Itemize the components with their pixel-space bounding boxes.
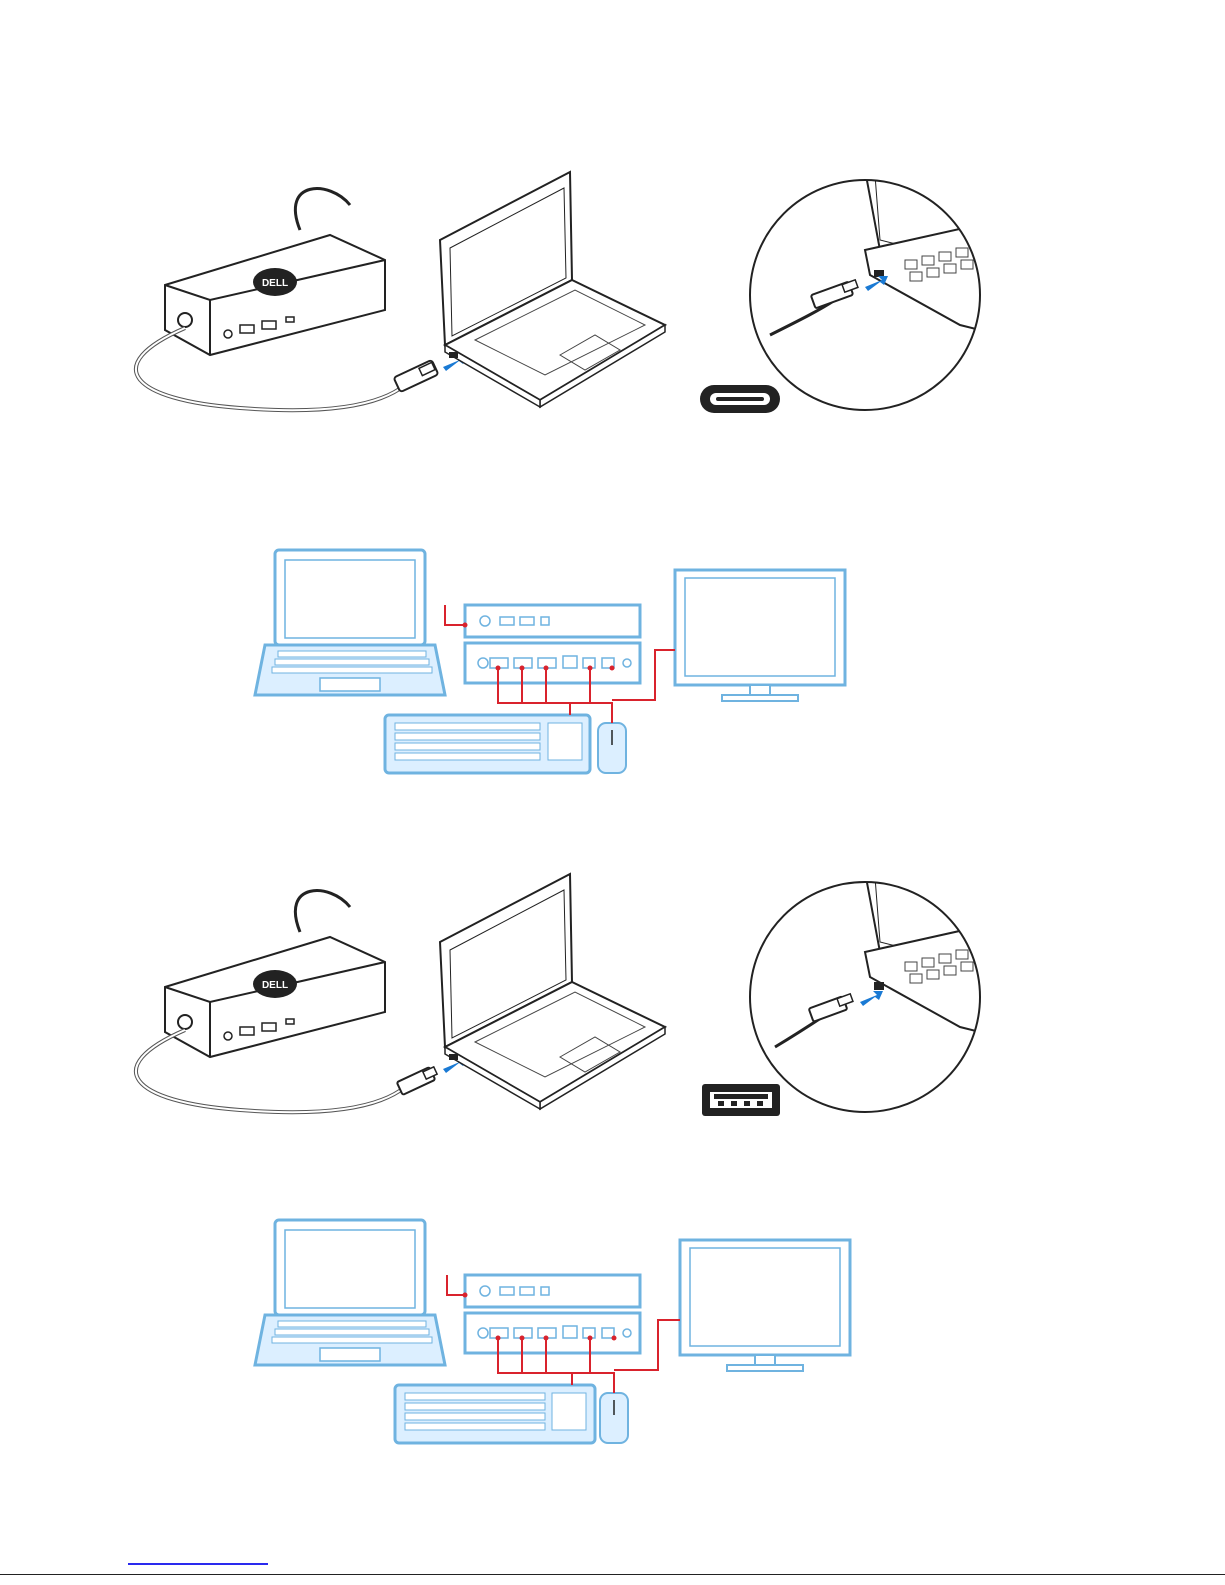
- laptop-icon: [440, 172, 665, 407]
- dock-icon: DELL: [165, 937, 385, 1057]
- magnifier-detail-icon: [750, 872, 1000, 1112]
- mouse-icon: [598, 723, 626, 773]
- laptop-icon: [440, 874, 665, 1109]
- panel-usb-a-connection: DELL: [0, 862, 1225, 1152]
- usb-c-connection-illustration: DELL: [0, 160, 1225, 450]
- panel-usb-a-peripherals: [0, 1215, 1225, 1450]
- laptop-icon: [255, 1220, 445, 1365]
- keyboard-icon: [395, 1385, 595, 1443]
- footer-divider: [0, 1574, 1225, 1575]
- dock-brand-logo: DELL: [262, 278, 288, 289]
- usb-a-connection-illustration: DELL: [0, 862, 1225, 1152]
- usb-a-peripherals-illustration: [0, 1215, 1225, 1450]
- usb-a-connector-icon: [702, 1084, 780, 1116]
- usb-c-peripherals-illustration: [0, 545, 1225, 780]
- dock-icon: DELL: [165, 235, 385, 355]
- usb-c-connector-icon: [700, 385, 780, 413]
- panel-usb-c-peripherals: [0, 545, 1225, 780]
- dock-front-icon: [465, 1275, 640, 1307]
- monitor-icon: [675, 570, 845, 701]
- laptop-icon: [255, 550, 445, 695]
- dock-power-cable: [295, 189, 350, 230]
- magnifier-detail-icon: [750, 170, 1000, 410]
- monitor-icon: [680, 1240, 850, 1371]
- usb-a-plug-icon: [397, 1067, 437, 1095]
- usb-c-plug-icon: [394, 360, 439, 392]
- dock-front-icon: [465, 605, 640, 637]
- dock-rear-icon: [465, 1313, 640, 1353]
- footer-link-underline[interactable]: [128, 1563, 268, 1565]
- keyboard-icon: [385, 715, 590, 773]
- dock-rear-icon: [465, 643, 640, 683]
- mouse-icon: [600, 1393, 628, 1443]
- dock-brand-logo: DELL: [262, 980, 288, 991]
- panel-usb-c-connection: DELL: [0, 160, 1225, 450]
